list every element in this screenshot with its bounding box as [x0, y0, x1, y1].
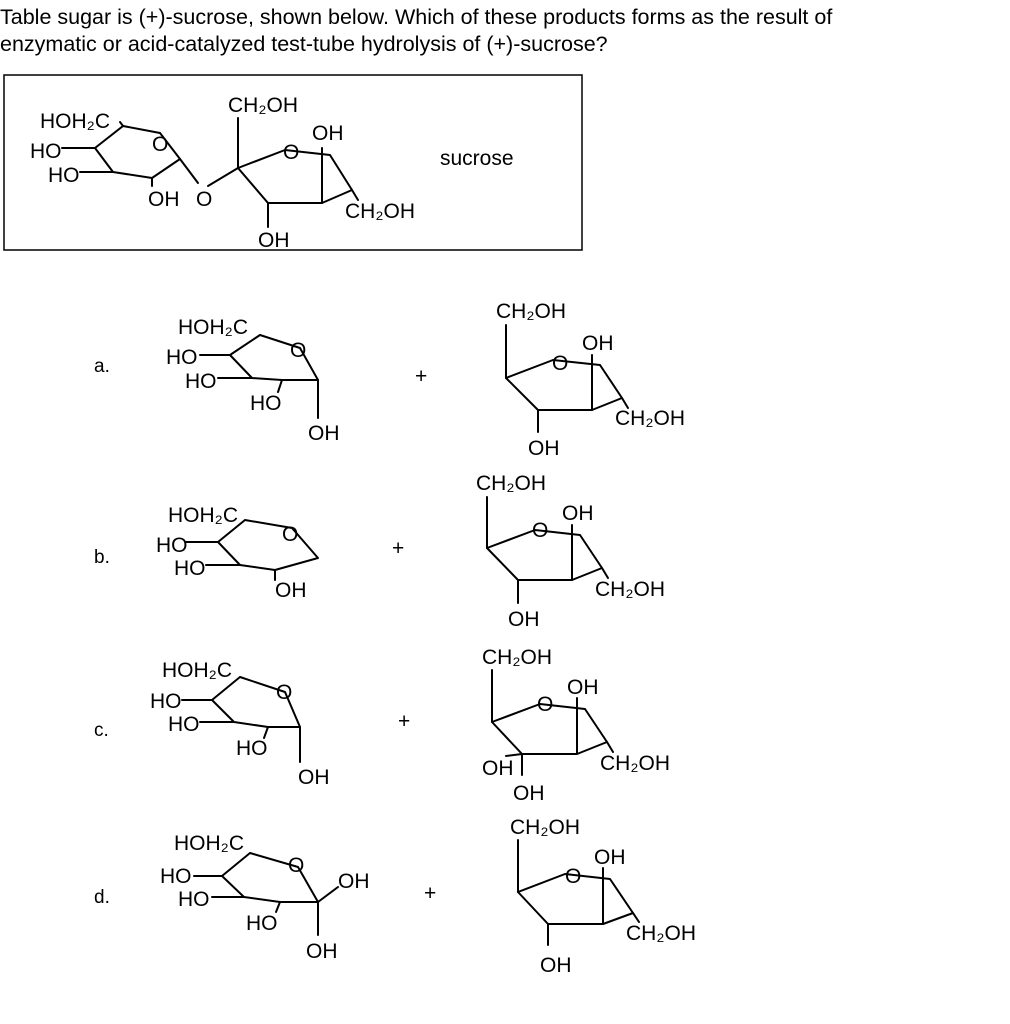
option-d-oh-1: OH: [338, 870, 370, 893]
sucrose-ch2oh-top: CH₂OH: [228, 94, 298, 117]
option-a-ch2oh-top: CH₂OH: [496, 300, 566, 323]
option-c-oh-1: OH: [298, 766, 330, 789]
sucrose-ch2oh-right: CH₂OH: [345, 200, 415, 223]
option-a-ring-o-2: O: [552, 352, 568, 375]
option-a-ho-3: HO: [250, 392, 282, 415]
option-a: a. HOH₂C HO HO O HO OH + CH₂OH O OH CH₂O…: [94, 300, 685, 460]
option-a-label: a.: [94, 356, 110, 377]
option-a-ho-2: HO: [185, 370, 217, 393]
option-d-oh-3: OH: [594, 846, 626, 869]
option-a-plus: +: [415, 365, 427, 388]
sucrose-oh-3: OH: [258, 229, 290, 252]
option-a-oh-1: OH: [308, 422, 340, 445]
option-d-oh-4: OH: [540, 954, 572, 977]
option-b-hoh2c: HOH₂C: [168, 504, 238, 527]
option-b-oh-3: OH: [508, 608, 540, 631]
option-d: d. HOH₂C HO HO O OH HO OH + CH₂OH O OH C…: [94, 816, 696, 977]
option-a-ho-1: HO: [166, 346, 198, 369]
option-b-ho-1: HO: [156, 534, 188, 557]
option-b-ch2oh-right: CH₂OH: [595, 578, 665, 601]
sucrose-ring-o-2: O: [283, 141, 299, 164]
sucrose-ho-2: HO: [48, 164, 80, 187]
question-line-2: enzymatic or acid-catalyzed test-tube hy…: [0, 32, 608, 56]
sucrose-frame: [3, 74, 583, 251]
option-c-ho-1: HO: [150, 690, 182, 713]
option-b-oh-2: OH: [562, 502, 594, 525]
option-b-oh-1: OH: [275, 579, 307, 602]
option-a-ch2oh-right: CH₂OH: [615, 407, 685, 430]
option-b-pyranose-ring: [217, 519, 319, 571]
sucrose-oh-1: OH: [148, 188, 180, 211]
sucrose-ho-1: HO: [30, 140, 62, 163]
sucrose-oh-2: OH: [312, 122, 344, 145]
option-b-plus: +: [392, 537, 404, 560]
question-line-1: Table sugar is (+)-sucrose, shown below.…: [0, 5, 833, 29]
sucrose-hoh2c: HOH₂C: [40, 110, 110, 133]
option-b-label: b.: [94, 547, 110, 568]
option-c-oh-3: OH: [482, 757, 514, 780]
option-b-ring-o: O: [282, 523, 298, 546]
option-d-oh-2: OH: [306, 940, 338, 963]
sucrose-glycosidic-o: O: [196, 188, 212, 211]
option-c-hoh2c: HOH₂C: [162, 659, 232, 682]
option-c-ring-o: O: [276, 681, 292, 704]
option-c-ring-o-2: O: [537, 693, 553, 716]
option-d-plus: +: [424, 882, 436, 905]
option-c: c. HOH₂C HO HO O HO OH + CH₂OH O OH CH₂O…: [94, 646, 670, 805]
option-b-ring-o-2: O: [532, 519, 548, 542]
sucrose-label: sucrose: [440, 147, 514, 170]
question-text: Table sugar is (+)-sucrose, shown below.…: [0, 4, 1008, 58]
option-d-ho-1: HO: [160, 865, 192, 888]
sucrose-structure: HOH₂C HO HO O OH O CH₂OH O OH CH₂OH OH s…: [3, 74, 583, 252]
sucrose-ring-o-1: O: [152, 133, 168, 156]
option-b-ch2oh-top: CH₂OH: [476, 472, 546, 495]
option-a-hoh2c: HOH₂C: [178, 316, 248, 339]
option-c-ch2oh-top: CH₂OH: [482, 646, 552, 669]
option-c-oh-4: OH: [513, 782, 545, 805]
option-a-oh-3: OH: [528, 437, 560, 460]
option-d-ch2oh-right: CH₂OH: [626, 922, 696, 945]
option-c-ch2oh-right: CH₂OH: [600, 752, 670, 775]
option-d-ring-o: O: [288, 854, 304, 877]
option-c-ho-3: HO: [236, 737, 268, 760]
option-d-ch2oh-top: CH₂OH: [510, 816, 580, 839]
option-d-ring-o-2: O: [565, 865, 581, 888]
option-a-oh-2: OH: [582, 332, 614, 355]
option-c-label: c.: [94, 720, 109, 741]
option-b-ho-2: HO: [174, 557, 206, 580]
option-c-ho-2: HO: [168, 713, 200, 736]
option-a-ring-o: O: [290, 339, 306, 362]
option-c-oh-2: OH: [567, 676, 599, 699]
option-d-hoh2c: HOH₂C: [174, 832, 244, 855]
option-d-ho-3: HO: [246, 912, 278, 935]
option-d-label: d.: [94, 887, 110, 908]
option-d-ho-2: HO: [178, 888, 210, 911]
option-b: b. HOH₂C HO HO O OH + CH₂OH O OH CH₂OH O…: [94, 472, 665, 631]
option-c-plus: +: [398, 710, 410, 733]
